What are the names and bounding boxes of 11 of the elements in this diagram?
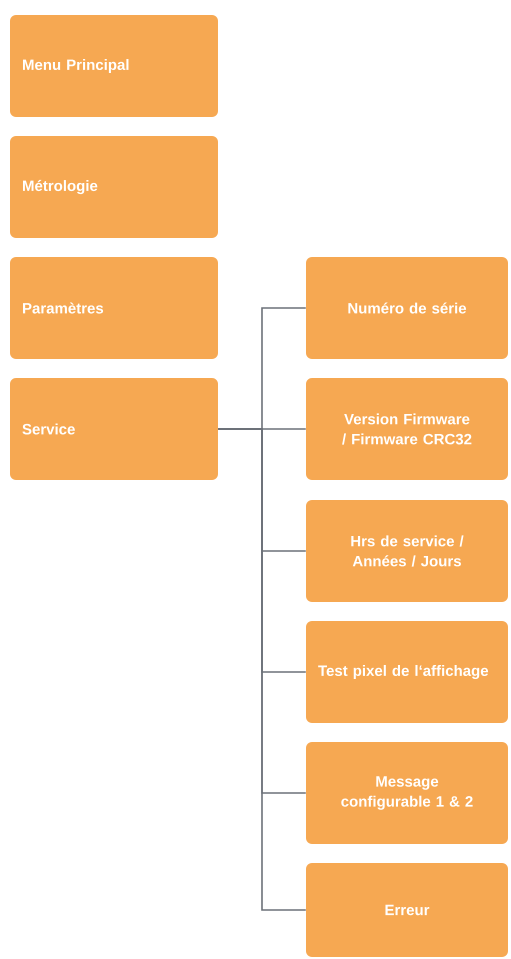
menu-box: Message configurable 1 & 2 xyxy=(306,742,508,844)
menu-box: Test pixel de l‘affichage xyxy=(306,621,508,723)
menu-box: Numéro de série xyxy=(306,257,508,359)
menu-box: Service xyxy=(10,378,218,480)
menu-box: Version Firmware / Firmware CRC32 xyxy=(306,378,508,480)
menu-box: Erreur xyxy=(306,863,508,957)
menu-box: Métrologie xyxy=(10,136,218,238)
connector-line xyxy=(218,428,306,911)
menu-box: Menu Principal xyxy=(10,15,218,118)
menu-box: Hrs de service / Années / Jours xyxy=(306,500,508,602)
menu-box: Paramètres xyxy=(10,257,218,359)
